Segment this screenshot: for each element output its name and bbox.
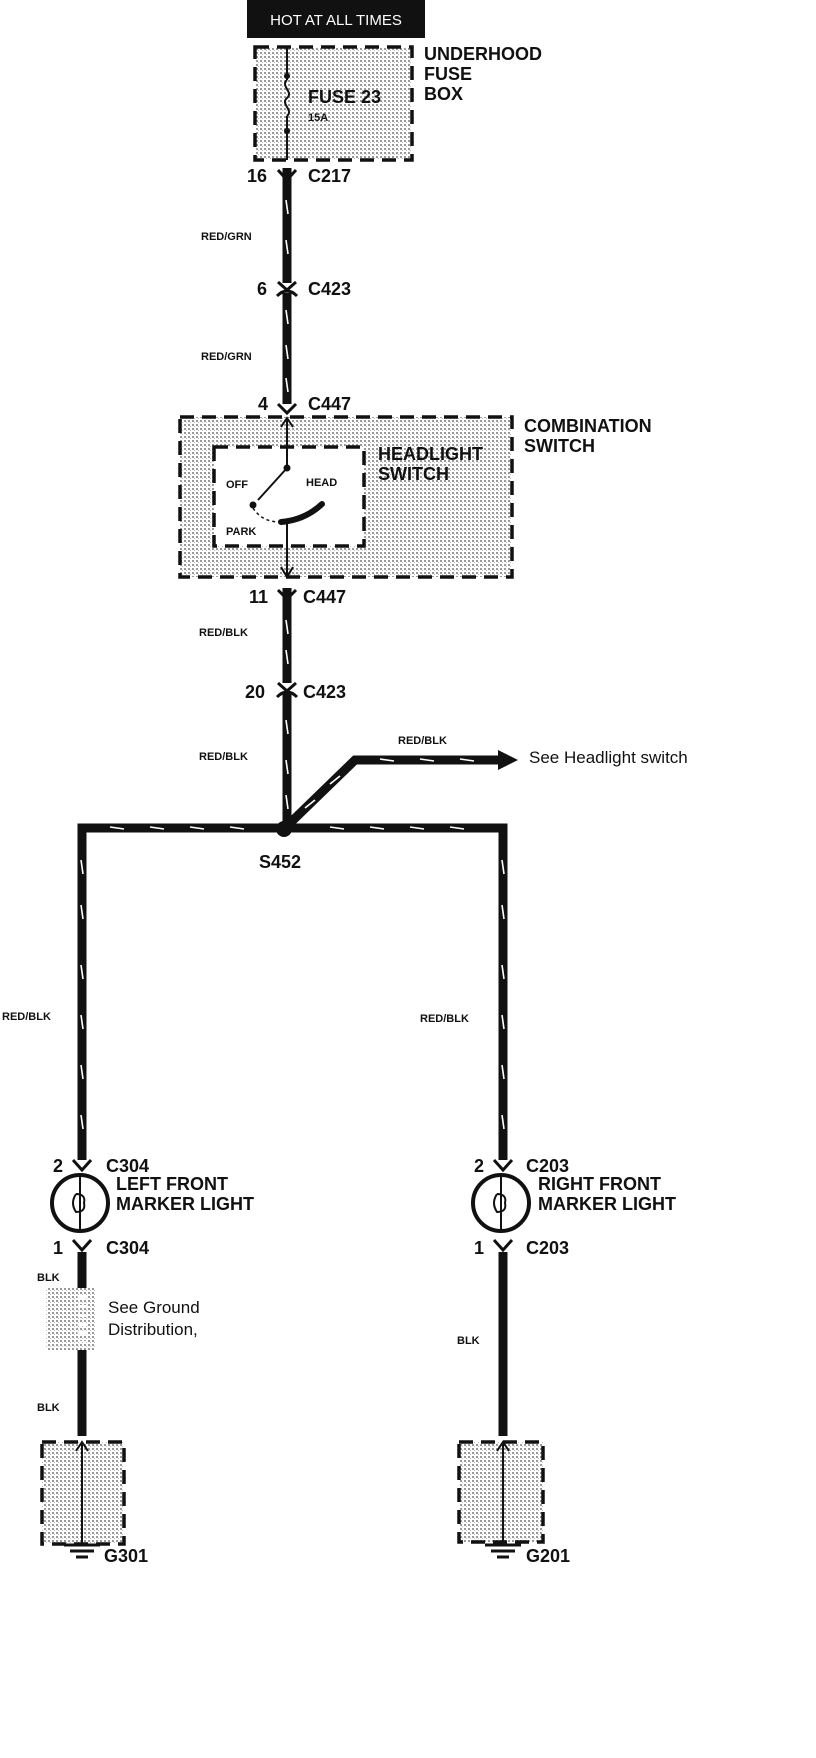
hot-at-all-times-label: HOT AT ALL TIMES	[270, 12, 402, 29]
ground-g201: G201	[457, 1440, 570, 1566]
ground-symbol-icon	[485, 1543, 521, 1559]
combination-switch-title-2: SWITCH	[524, 436, 595, 456]
hot-at-all-times-banner: HOT AT ALL TIMES	[247, 0, 425, 38]
connector-name: C304	[106, 1156, 149, 1176]
fuse-box-title-line-2: FUSE	[424, 64, 472, 84]
head-contact-icon	[278, 501, 325, 525]
position-off: OFF	[226, 479, 248, 491]
wire-branch-red-blk	[283, 755, 500, 830]
connector-pin: 1	[474, 1238, 484, 1258]
position-head: HEAD	[306, 477, 337, 489]
connector-pin: 16	[247, 166, 267, 186]
splice-name: S452	[259, 852, 301, 872]
ground-name: G201	[526, 1546, 570, 1566]
connector-pin: 4	[258, 394, 268, 414]
wire-color-label: RED/GRN	[201, 351, 252, 363]
wire-color-label: RED/BLK	[398, 735, 447, 747]
combination-switch: COMBINATION SWITCH HEADLIGHT SWITCH OFF …	[178, 415, 652, 579]
connector-name: C423	[308, 279, 351, 299]
wire-color-label: BLK	[37, 1272, 60, 1284]
connector-name: C217	[308, 166, 351, 186]
headlight-switch-title-1: HEADLIGHT	[378, 444, 483, 464]
splice-s452: S452	[259, 821, 301, 872]
connector-name: C304	[106, 1238, 149, 1258]
connector-c423-top: 6 C423	[257, 279, 351, 299]
connector-name: C447	[303, 587, 346, 607]
connector-name: C203	[526, 1156, 569, 1176]
connector-pin: 1	[53, 1238, 63, 1258]
wire-color-label: RED/BLK	[2, 1011, 51, 1023]
connector-c447-bottom: 11 C447	[249, 587, 346, 607]
connector-pin: 6	[257, 279, 267, 299]
wire-color-label: RED/BLK	[199, 627, 248, 639]
switch-lever-icon	[257, 467, 288, 501]
connector-name: C423	[303, 682, 346, 702]
connector-pin: 20	[245, 682, 265, 702]
connector-pin: 2	[53, 1156, 63, 1176]
connector-c423-bottom: 20 C423	[245, 681, 346, 702]
fuse-rating: 15A	[308, 112, 328, 124]
light-name-line-2: MARKER LIGHT	[538, 1194, 676, 1214]
connector-pin: 2	[474, 1156, 484, 1176]
ground-g301: G301	[40, 1440, 148, 1566]
arrow-right-icon	[498, 750, 518, 770]
headlight-switch-title-2: SWITCH	[378, 464, 449, 484]
ground-symbol-icon	[64, 1543, 100, 1559]
see-ground-line-1[interactable]: See Ground	[108, 1298, 200, 1317]
ground-name: G301	[104, 1546, 148, 1566]
wire-color-label: RED/GRN	[201, 231, 252, 243]
light-name-line-1: RIGHT FRONT	[538, 1174, 661, 1194]
wire-break-shading	[46, 1288, 96, 1350]
connector-pin: 11	[249, 587, 268, 607]
left-front-marker-light: 2 C304 LEFT FRONT MARKER LIGHT 1 C304	[50, 1156, 254, 1258]
see-headlight-switch-link[interactable]: See Headlight switch	[529, 748, 688, 767]
position-park: PARK	[226, 526, 256, 538]
connector-c217: 16 C217	[247, 166, 351, 186]
wire-color-label: RED/BLK	[199, 751, 248, 763]
light-name-line-2: MARKER LIGHT	[116, 1194, 254, 1214]
right-front-marker-light: 2 C203 RIGHT FRONT MARKER LIGHT 1 C203	[471, 1156, 676, 1258]
connector-name: C447	[308, 394, 351, 414]
combination-switch-title-1: COMBINATION	[524, 416, 652, 436]
fuse-box-title-line-1: UNDERHOOD	[424, 44, 542, 64]
wire-color-label: BLK	[457, 1335, 480, 1347]
wire-color-label: BLK	[37, 1402, 60, 1414]
fuse-name: FUSE 23	[308, 87, 381, 107]
connector-name: C203	[526, 1238, 569, 1258]
fuse-element-icon	[284, 79, 290, 117]
connector-c447-top: 4 C447	[258, 394, 351, 416]
light-name-line-1: LEFT FRONT	[116, 1174, 228, 1194]
wire-bus-red-blk	[77, 823, 508, 1160]
wire-color-label: RED/BLK	[420, 1013, 469, 1025]
see-ground-line-2[interactable]: Distribution,	[108, 1320, 198, 1339]
underhood-fuse-box: FUSE 23 15A UNDERHOOD FUSE BOX	[253, 44, 542, 162]
fuse-box-title-line-3: BOX	[424, 84, 463, 104]
headlight-switch-box	[212, 445, 366, 548]
